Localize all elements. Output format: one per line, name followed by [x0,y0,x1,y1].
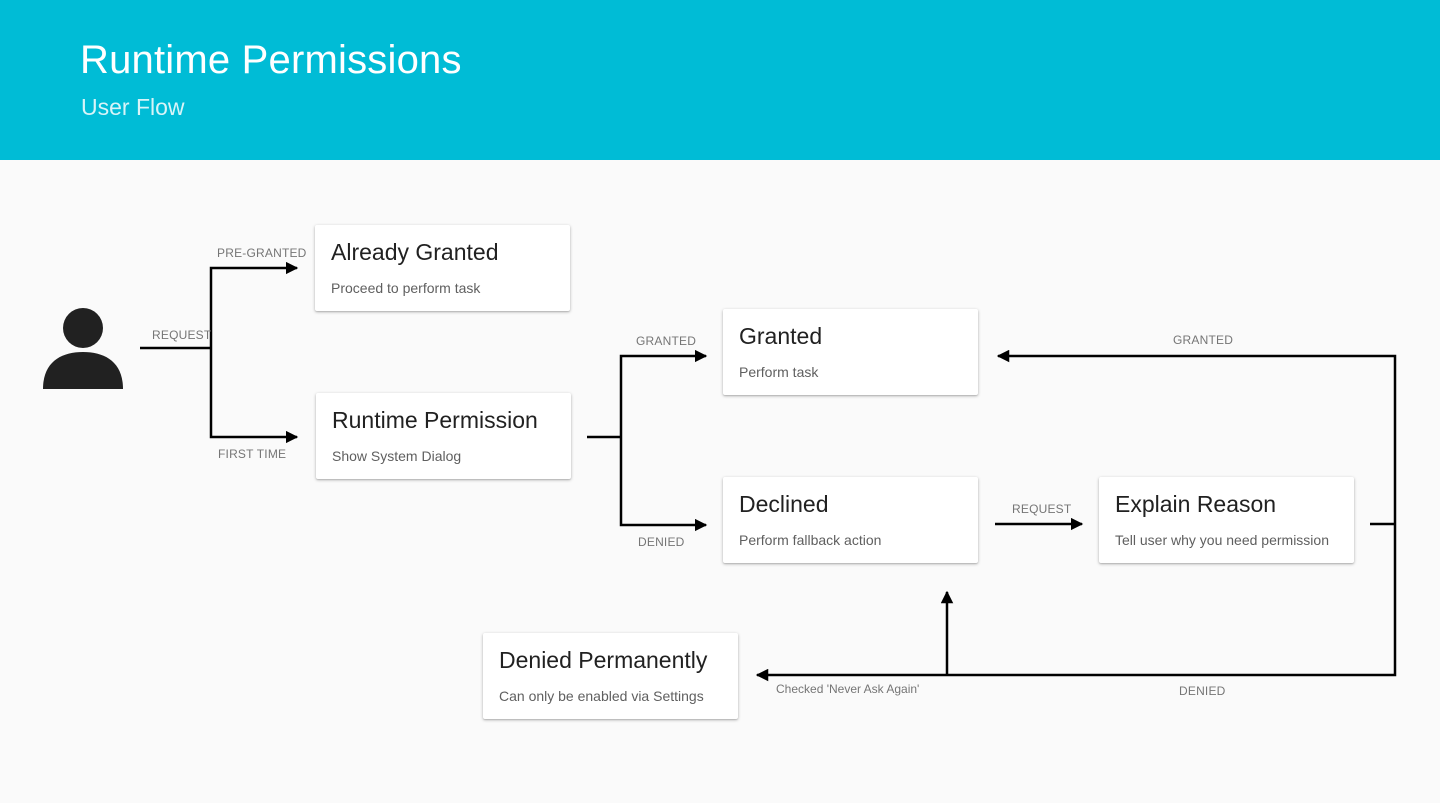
card-title: Granted [739,323,823,349]
edge-denied-return [755,524,1397,682]
edge-pre-granted [209,261,299,348]
card-title: Runtime Permission [332,407,538,433]
page-title: Runtime Permissions [80,38,462,82]
label-request-explain: REQUEST [1012,502,1072,516]
label-denied-return: DENIED [1179,684,1226,698]
card-runtime-permission: Runtime Permission Show System Dialog [316,393,571,479]
user-icon [43,308,123,389]
page-subtitle: User Flow [81,94,185,120]
card-subtitle: Can only be enabled via Settings [499,688,704,704]
label-pre-granted: PRE-GRANTED [217,246,307,260]
card-title: Declined [739,491,829,517]
label-request: REQUEST [152,328,212,342]
edge-granted [619,349,708,437]
label-first-time: FIRST TIME [218,447,287,461]
card-subtitle: Proceed to perform task [331,280,481,296]
header-banner: Runtime Permissions User Flow [0,0,1440,160]
card-denied-permanently: Denied Permanently Can only be enabled v… [483,633,738,719]
edge-granted-return [996,349,1397,524]
card-subtitle: Perform task [739,364,819,380]
card-title: Explain Reason [1115,491,1277,517]
card-subtitle: Show System Dialog [332,448,462,464]
label-denied: DENIED [638,535,685,549]
card-subtitle: Tell user why you need permission [1115,532,1329,548]
card-subtitle: Perform fallback action [739,532,882,548]
label-never-ask-again: Checked 'Never Ask Again' [776,682,920,696]
card-title: Already Granted [331,239,499,265]
label-granted: GRANTED [636,334,697,348]
card-declined: Declined Perform fallback action [723,477,978,563]
edge-first-time [209,348,299,444]
card-title: Denied Permanently [499,647,708,673]
label-granted-return: GRANTED [1173,333,1234,347]
edge-denied [619,437,708,532]
card-granted: Granted Perform task [723,309,978,395]
card-already-granted: Already Granted Proceed to perform task [315,225,570,311]
card-explain-reason: Explain Reason Tell user why you need pe… [1099,477,1354,563]
